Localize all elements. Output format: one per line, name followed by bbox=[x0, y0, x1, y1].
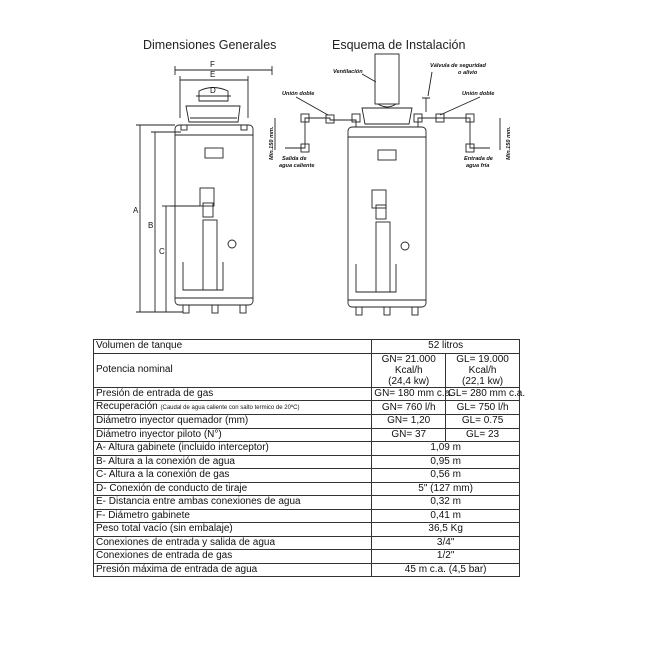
row-label: Peso total vacío (sin embalaje) bbox=[92, 522, 373, 537]
row-label: Conexiones de entrada de gas bbox=[92, 549, 373, 564]
table-row: Presión de entrada de gas GN= 180 mm c.a… bbox=[92, 386, 525, 401]
row-value: 45 m c.a. (4,5 bar) bbox=[371, 562, 520, 577]
table-row: A- Altura gabinete (incluido interceptor… bbox=[92, 441, 520, 456]
spec-table: Volumen de tanque 52 litros Potencia nom… bbox=[92, 339, 525, 577]
row-value: 5" (127 mm) bbox=[371, 481, 520, 496]
salida-label-2: agua caliente bbox=[279, 163, 314, 169]
row-value: 0,56 m bbox=[371, 468, 520, 483]
tank-body-right bbox=[347, 126, 427, 308]
row-label: Presión de entrada de gas bbox=[92, 386, 373, 401]
entrada-label: Entrada de bbox=[464, 156, 493, 162]
table-row: C- Altura a la conexión de gas 0,56 m bbox=[92, 468, 520, 483]
row-value-gn: GN= 37 bbox=[371, 427, 447, 442]
label-plate bbox=[204, 147, 224, 159]
hot-water-pipe bbox=[285, 117, 357, 149]
valvula-label: Válvula de seguridad bbox=[430, 63, 487, 69]
entrada-label-2: agua fría bbox=[466, 163, 489, 169]
row-label: B- Altura a la conexión de agua bbox=[92, 454, 373, 469]
installation-title: Esquema de Instalación bbox=[332, 38, 466, 52]
tank-body bbox=[174, 124, 254, 306]
table-row: Diámetro inyector quemador (mm) GN= 1,20… bbox=[92, 414, 520, 429]
cold-water-pipe bbox=[417, 117, 490, 149]
min150-left-label: Mín.150 mm. bbox=[269, 126, 275, 160]
row-label: Diámetro inyector piloto (N°) bbox=[92, 427, 373, 442]
table-row: F- Diámetro gabinete 0,41 m bbox=[92, 508, 520, 523]
table-row: B- Altura a la conexión de agua 0,95 m bbox=[92, 454, 520, 469]
row-value: 1/2" bbox=[371, 549, 520, 564]
row-label: D- Conexión de conducto de tiraje bbox=[92, 481, 373, 496]
label-f: F bbox=[210, 60, 215, 69]
row-value-gn: GN= 760 l/h bbox=[371, 400, 447, 415]
table-row: E- Distancia entre ambas conexiones de a… bbox=[92, 495, 520, 510]
table-row: Recuperación (Caudal de agua caliente co… bbox=[92, 400, 520, 415]
row-value-gl: GL= 0.75 bbox=[445, 414, 520, 429]
row-value-gl: GL= 19.000 Kcal/h(22,1 kw) bbox=[445, 352, 520, 388]
row-value-gl: GL= 280 mm c.a. bbox=[445, 386, 525, 401]
table-row: Peso total vacío (sin embalaje) 36,5 Kg bbox=[92, 522, 520, 537]
burner-door bbox=[202, 219, 218, 291]
row-value-gl: GL= 23 bbox=[445, 427, 520, 442]
label-c: C bbox=[159, 247, 165, 256]
vent-pipe bbox=[374, 53, 400, 105]
pilot-window bbox=[227, 239, 237, 249]
row-label: Volumen de tanque bbox=[92, 339, 373, 354]
row-label: A- Altura gabinete (incluido interceptor… bbox=[92, 441, 373, 456]
union-doble-left-label: Unión doble bbox=[282, 91, 314, 97]
table-row: Presión máxima de entrada de agua 45 m c… bbox=[92, 562, 520, 577]
table-row: Conexiones de entrada y salida de agua 3… bbox=[92, 535, 520, 550]
dimensions-title: Dimensiones Generales bbox=[143, 38, 277, 52]
table-row: Conexiones de entrada de gas 1/2" bbox=[92, 549, 520, 564]
row-value: 0,32 m bbox=[371, 495, 520, 510]
row-value: 3/4" bbox=[371, 535, 520, 550]
label-a: A bbox=[133, 206, 139, 215]
table-row: Volumen de tanque 52 litros bbox=[92, 339, 520, 354]
gas-valve bbox=[199, 187, 215, 207]
table-row: Potencia nominal GN= 21.000 Kcal/h(24,4 … bbox=[92, 352, 520, 388]
label-b: B bbox=[148, 221, 153, 230]
draft-hood bbox=[185, 105, 241, 123]
draft-hood-right bbox=[361, 107, 413, 125]
row-value: 0,95 m bbox=[371, 454, 520, 469]
row-value: 52 litros bbox=[371, 339, 520, 354]
label-d: D bbox=[210, 86, 216, 95]
row-value-gn: GN= 21.000 Kcal/h(24,4 kw) bbox=[371, 352, 447, 388]
row-label: Recuperación (Caudal de agua caliente co… bbox=[92, 400, 373, 415]
label-e: E bbox=[210, 70, 215, 79]
valvula-label-2: o alivio bbox=[458, 70, 478, 76]
row-value: 36,5 Kg bbox=[371, 522, 520, 537]
row-label: Presión máxima de entrada de agua bbox=[92, 562, 373, 577]
salida-label: Salida de bbox=[282, 156, 307, 162]
min150-right-label: Mín.150 mm. bbox=[506, 126, 512, 160]
table-row: D- Conexión de conducto de tiraje 5" (12… bbox=[92, 481, 520, 496]
row-label: Potencia nominal bbox=[92, 352, 373, 388]
row-label: Diámetro inyector quemador (mm) bbox=[92, 414, 373, 429]
row-label: C- Altura a la conexión de gas bbox=[92, 468, 373, 483]
dimensions-diagram: F E D A B C Unión doble Salida de agua c… bbox=[133, 53, 512, 316]
row-label: Conexiones de entrada y salida de agua bbox=[92, 535, 373, 550]
row-value-gn: GN= 180 mm c.a. bbox=[371, 386, 453, 401]
union-doble-right-label: Unión doble bbox=[462, 91, 494, 97]
row-value-gl: GL= 750 l/h bbox=[445, 400, 520, 415]
row-label: F- Diámetro gabinete bbox=[92, 508, 373, 523]
flue-collar bbox=[198, 87, 229, 102]
row-value: 0,41 m bbox=[371, 508, 520, 523]
ventilacion-label: Ventilación bbox=[333, 69, 363, 75]
table-row: Diámetro inyector piloto (N°) GN= 37 GL=… bbox=[92, 427, 520, 442]
row-value: 1,09 m bbox=[371, 441, 520, 456]
row-value-gn: GN= 1,20 bbox=[371, 414, 447, 429]
row-label: E- Distancia entre ambas conexiones de a… bbox=[92, 495, 373, 510]
